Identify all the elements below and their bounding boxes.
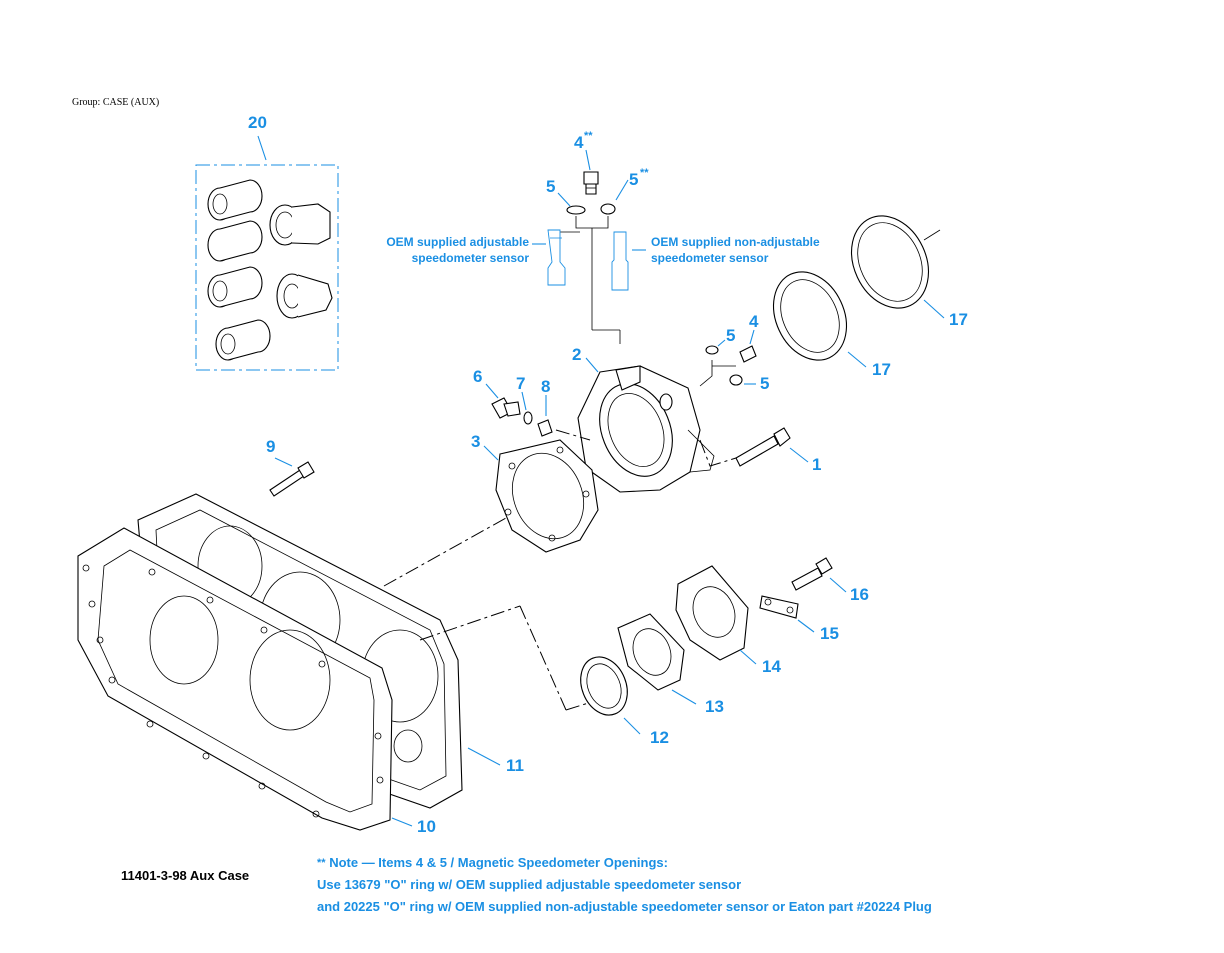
plug-6 xyxy=(485,383,521,419)
note-line-1-text: Note — Items 4 & 5 / Magnetic Speedomete… xyxy=(329,855,668,870)
housing-2 xyxy=(577,357,715,493)
callout-5-right: 5 xyxy=(629,170,638,189)
nonadjustable-sensor-label-2: speedometer sensor xyxy=(651,251,769,265)
callout-12: 12 xyxy=(650,728,669,747)
cone-part xyxy=(276,273,333,319)
sleeve-part xyxy=(215,319,271,361)
callout-5-right-stars: ** xyxy=(640,167,649,179)
nonadjustable-sensor xyxy=(611,231,646,291)
group-label: Group: CASE (AUX) xyxy=(72,97,160,108)
callout-8: 8 xyxy=(541,377,550,396)
callout-13: 13 xyxy=(705,697,724,716)
adjustable-sensor xyxy=(532,229,566,286)
callout-5-side-lower: 5 xyxy=(760,374,769,393)
callout-5-side-upper: 5 xyxy=(726,326,735,345)
note-stars: ** xyxy=(317,857,326,869)
callout-6: 6 xyxy=(473,367,482,386)
nonadjustable-sensor-label-1: OEM supplied non-adjustable xyxy=(651,235,820,249)
seal-17-small xyxy=(773,271,867,368)
sleeve-part xyxy=(207,220,263,262)
sleeve-part xyxy=(207,266,263,308)
adjustable-sensor-label-2: speedometer sensor xyxy=(412,251,530,265)
callout-10: 10 xyxy=(417,817,436,836)
gasket-10 xyxy=(77,527,413,831)
callout-20: 20 xyxy=(248,113,267,132)
bolt-9 xyxy=(269,457,315,497)
callout-7: 7 xyxy=(516,374,525,393)
callout-3: 3 xyxy=(471,432,480,451)
callout-4-side: 4 xyxy=(749,312,759,331)
callout-16: 16 xyxy=(850,585,869,604)
fitting-part xyxy=(269,203,331,246)
cover-14 xyxy=(675,565,757,665)
note-line-2: Use 13679 "O" ring w/ OEM supplied adjus… xyxy=(317,877,742,892)
callout-17-small: 17 xyxy=(872,360,891,379)
callout-15: 15 xyxy=(820,624,839,643)
callout-5-left: 5 xyxy=(546,177,555,196)
figure-id: 11401-3-98 Aux Case xyxy=(121,868,250,883)
seal-12 xyxy=(580,656,641,735)
note-line-1: ** Note — Items 4 & 5 / Magnetic Speedom… xyxy=(317,852,932,874)
adjustable-sensor-label-1: OEM supplied adjustable xyxy=(386,235,529,249)
kit-20-box xyxy=(195,135,339,371)
callout-4-top: 4 xyxy=(574,133,584,152)
sleeve-part xyxy=(207,179,263,221)
top-plug-group xyxy=(556,149,629,344)
callout-9: 9 xyxy=(266,437,275,456)
gasket-3 xyxy=(483,439,599,553)
seal-17-large xyxy=(851,215,945,319)
note-line-3: and 20225 "O" ring w/ OEM supplied non-a… xyxy=(317,899,932,914)
bolt-16 xyxy=(791,557,847,593)
callout-1: 1 xyxy=(812,455,821,474)
callout-11: 11 xyxy=(506,756,524,775)
callout-4-top-stars: ** xyxy=(584,130,593,142)
gasket-13 xyxy=(617,613,697,705)
callout-2: 2 xyxy=(572,345,581,364)
side-plug-group xyxy=(699,329,757,387)
callout-17-large: 17 xyxy=(949,310,968,329)
bolt-1 xyxy=(735,427,809,467)
bracket-15 xyxy=(759,595,815,633)
speedometer-note: ** Note — Items 4 & 5 / Magnetic Speedom… xyxy=(317,852,932,918)
callout-14: 14 xyxy=(762,657,781,676)
oring-7 xyxy=(521,391,533,425)
sleeve-8 xyxy=(537,395,553,437)
